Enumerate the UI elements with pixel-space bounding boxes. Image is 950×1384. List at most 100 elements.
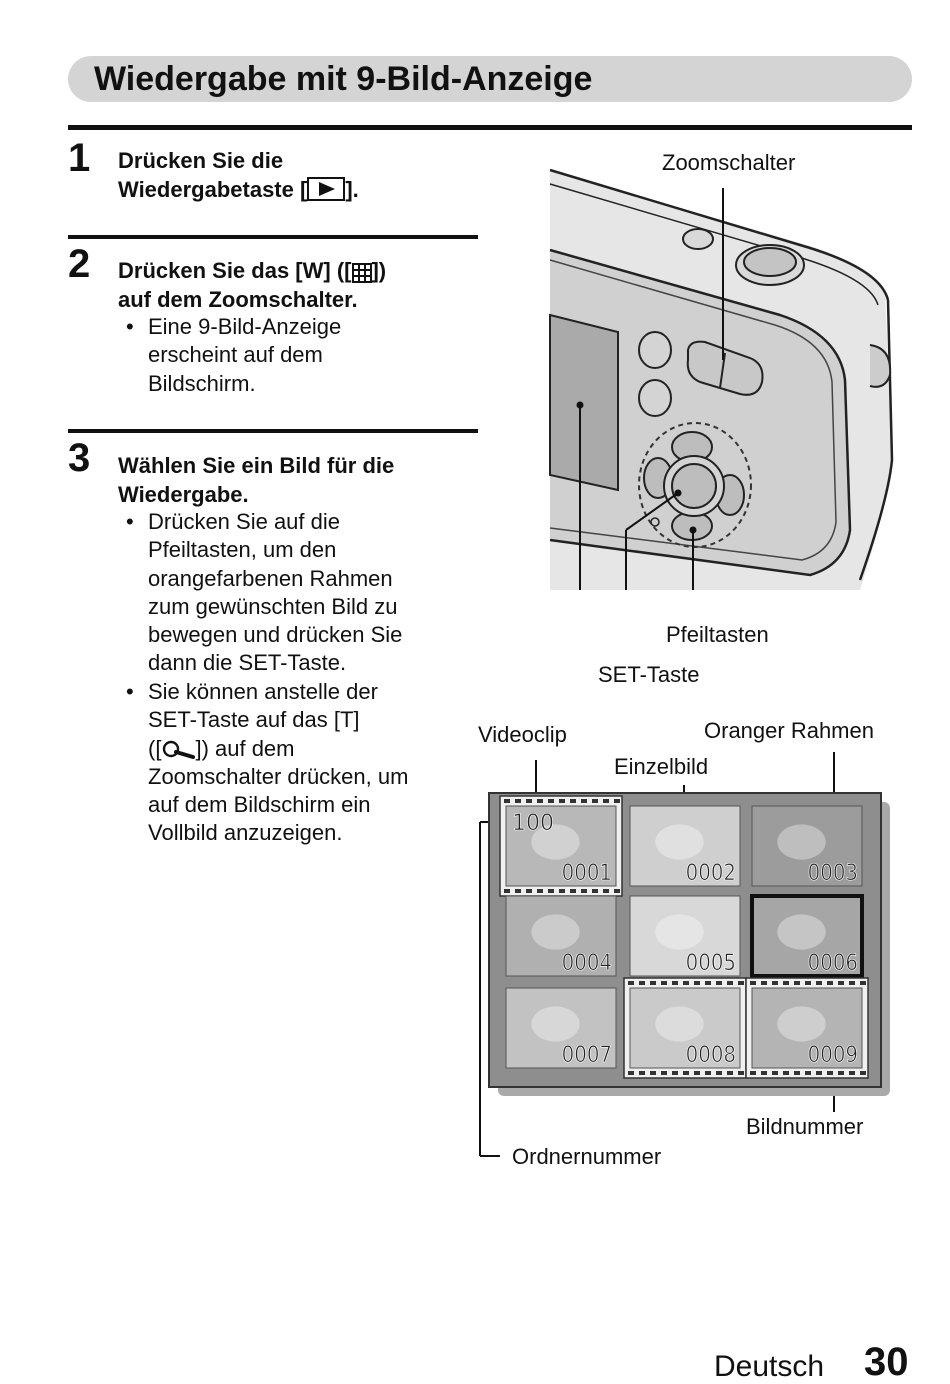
film-hole — [548, 799, 554, 803]
label-zoom-switch: Zoomschalter — [662, 150, 796, 175]
step-2-text: Drücken Sie das [W] ([]) auf dem Zoomsch… — [118, 256, 478, 314]
thumbnail — [629, 987, 741, 1069]
image-number: 0001 — [562, 861, 612, 886]
film-hole — [683, 1071, 689, 1075]
bullet-line: erscheint auf dem — [148, 342, 323, 368]
image-number: 0002 — [686, 861, 736, 886]
bullet-line: ([]) auf dem — [148, 735, 295, 761]
bullet-dot: • — [126, 509, 134, 534]
film-hole — [849, 1071, 855, 1075]
film-hole — [639, 981, 645, 985]
film-hole — [515, 889, 521, 893]
image-number: 0005 — [686, 951, 736, 976]
step-1-line-1: Drücken Sie die — [118, 148, 284, 173]
thumbnail — [629, 895, 741, 977]
step-3-bullet-2: • Sie können anstelle der SET-Taste auf … — [126, 678, 468, 848]
film-hole — [537, 889, 543, 893]
film-hole — [537, 799, 543, 803]
film-hole — [705, 981, 711, 985]
thumbnail-subject — [777, 1006, 826, 1042]
label-still-image: Einzelbild — [614, 754, 709, 779]
film-hole — [794, 981, 800, 985]
film-hole — [738, 1071, 744, 1075]
film-hole — [805, 1071, 811, 1075]
magnifier-icon — [161, 740, 196, 760]
play-icon — [307, 177, 346, 201]
label-orange-frame: Oranger Rahmen — [704, 718, 874, 743]
image-number: 0004 — [562, 951, 612, 976]
film-hole — [548, 889, 554, 893]
thumbnail-subject — [777, 824, 826, 860]
step-2-number: 2 — [68, 242, 91, 286]
bullet-line: bewegen und drücken Sie — [148, 622, 403, 648]
film-hole — [650, 1071, 656, 1075]
film-hole — [672, 1071, 678, 1075]
film-hole — [783, 1071, 789, 1075]
thumbnail — [751, 987, 863, 1069]
grid-index-icon — [351, 262, 373, 283]
step-2-bullet-1: • Eine 9-Bild-Anzeige erscheint auf dem … — [126, 313, 468, 398]
film-hole — [838, 1071, 844, 1075]
film-hole — [816, 1071, 822, 1075]
film-hole — [661, 981, 667, 985]
thumbnail — [751, 805, 863, 887]
film-hole — [750, 981, 756, 985]
image-number: 0003 — [808, 861, 858, 886]
step-3-text: Wählen Sie ein Bild für die Wiedergabe. — [118, 451, 478, 509]
film-hole — [727, 981, 733, 985]
film-hole — [614, 799, 620, 803]
image-number: 0009 — [808, 1043, 858, 1068]
film-hole — [772, 1071, 778, 1075]
step-3-line-2: Wiedergabe. — [118, 482, 249, 507]
title-bar — [68, 56, 912, 102]
folder-number: 100 — [512, 811, 554, 836]
film-hole — [614, 889, 620, 893]
film-hole — [603, 889, 609, 893]
bullet-line: SET-Taste auf das [T] — [148, 707, 360, 733]
bullet-line: orangefarbenen Rahmen — [148, 565, 393, 591]
film-hole — [705, 1071, 711, 1075]
thumbnail-subject — [531, 824, 580, 860]
bullet-dot: • — [126, 679, 134, 704]
film-hole — [581, 799, 587, 803]
image-number: 0008 — [686, 1043, 736, 1068]
thumbnail-subject — [655, 914, 704, 950]
film-hole — [716, 981, 722, 985]
film-hole — [526, 889, 532, 893]
step-3-bullet-1: • Drücken Sie auf die Pfeiltasten, um de… — [126, 508, 468, 678]
film-hole — [716, 1071, 722, 1075]
bullet-line: zum gewünschten Bild zu — [148, 593, 398, 619]
film-hole — [849, 981, 855, 985]
step-2-line-1: Drücken Sie das [W] ([]) — [118, 258, 387, 283]
bullet-line: Sie können anstelle der — [148, 679, 378, 704]
film-hole — [761, 981, 767, 985]
bullet-line: Eine 9-Bild-Anzeige — [148, 314, 342, 339]
film-hole — [526, 799, 532, 803]
camera-illustration — [549, 168, 894, 590]
footer-language: Deutsch — [714, 1350, 825, 1383]
label-set-key: SET-Taste — [598, 662, 700, 687]
bullet-line: Pfeiltasten, um den — [148, 537, 337, 563]
bullet-dot: • — [126, 314, 134, 339]
film-hole — [592, 889, 598, 893]
step-3-rule — [68, 429, 478, 433]
film-hole — [738, 981, 744, 985]
film-hole — [816, 981, 822, 985]
film-hole — [827, 1071, 833, 1075]
film-hole — [603, 799, 609, 803]
bullet-line: Zoomschalter drücken, um — [148, 763, 409, 789]
bullet-line: Drücken Sie auf die — [148, 509, 340, 534]
thumbnail — [505, 987, 617, 1069]
film-hole — [794, 1071, 800, 1075]
film-hole — [639, 1071, 645, 1075]
thumbnail-subject — [655, 824, 704, 860]
film-hole — [683, 981, 689, 985]
image-number: 0007 — [562, 1043, 612, 1068]
bullet-line: auf dem Bildschirm ein — [148, 792, 371, 818]
film-hole — [750, 1071, 756, 1075]
thumbnail — [750, 894, 864, 978]
label-arrow-keys: Pfeiltasten — [666, 622, 769, 647]
top-rule — [68, 125, 912, 130]
